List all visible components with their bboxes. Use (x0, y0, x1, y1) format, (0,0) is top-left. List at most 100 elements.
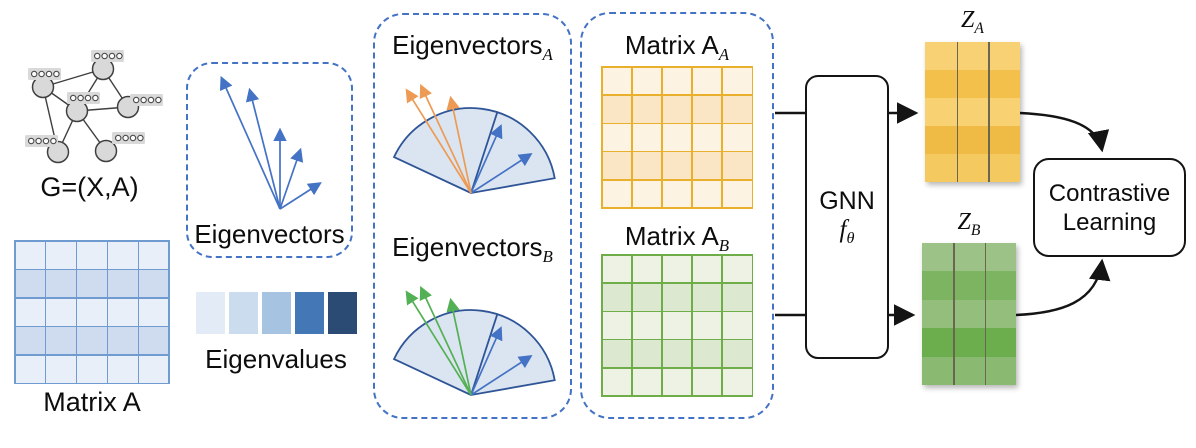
matrix-ab-text: Matrix A (624, 221, 719, 251)
matrix-cell (692, 180, 722, 208)
eigenvalue-swatch (262, 292, 291, 334)
matrix-cell (15, 241, 45, 269)
matrix-cell (692, 312, 722, 339)
matrix-cell (662, 124, 692, 151)
eigenvector-fan-a (392, 83, 556, 194)
eigenvector-fan-b (392, 285, 556, 396)
matrix-cell (632, 95, 662, 123)
matrix-cell (692, 124, 722, 151)
z-a-sub: A (974, 19, 984, 37)
matrix-cell (662, 340, 692, 368)
matrix-cell (632, 124, 662, 151)
matrix-cell (632, 312, 662, 339)
graph-nodes (31, 57, 140, 164)
eigenvalue-swatch (196, 292, 225, 334)
matrix-cell (722, 283, 752, 311)
embedding-column-divider (956, 42, 959, 182)
matrix-cell (602, 255, 632, 283)
z-b-symbol: Z (957, 209, 971, 235)
eigenvectors-a-label: EigenvectorsA (375, 30, 570, 65)
matrix-cell (15, 270, 45, 297)
embedding-band (925, 98, 1020, 126)
eigenvectors-label: Eigenvectors (194, 219, 345, 249)
matrix-cell (108, 298, 138, 326)
embedding-band (925, 70, 1020, 98)
matrix-aa-label: Matrix AA (582, 30, 772, 65)
eigenvectors-b-label: EigenvectorsB (375, 232, 570, 267)
matrix-cell (15, 327, 45, 354)
matrix-cell (77, 270, 107, 297)
matrix-cell (632, 180, 662, 208)
matrix-cell (662, 312, 692, 339)
graph-label: G=(X,A) (40, 172, 139, 202)
matrix-cell (722, 95, 752, 123)
matrix-aa-grid (601, 66, 753, 209)
arrow-zB-to-contrastive (1015, 258, 1111, 317)
matrix-cell (108, 327, 138, 354)
z-b-matrix (922, 243, 1016, 386)
matrix-cell (108, 241, 138, 269)
matrix-cell (632, 340, 662, 368)
augmented-matrices-box: Matrix AA Matrix AB (580, 12, 774, 419)
matrix-cell (602, 368, 632, 396)
z-b-sub: B (970, 221, 981, 239)
contrastive-line1: Contrastive (1048, 179, 1171, 207)
matrix-ab-grid (601, 254, 753, 397)
eigenvector-views-box: EigenvectorsA EigenvectorsB (373, 13, 572, 419)
matrix-cell (108, 270, 138, 297)
matrix-cell (692, 368, 722, 396)
matrix-cell (662, 255, 692, 283)
matrix-cell (632, 368, 662, 396)
matrix-cell (77, 298, 107, 326)
embedding-band (925, 42, 1020, 70)
gnn-label: GNN (819, 186, 875, 215)
matrix-cell (722, 180, 752, 208)
embedding-band (922, 356, 1016, 386)
matrix-cell (139, 270, 169, 297)
embedding-band (922, 243, 1016, 272)
matrix-cell (77, 241, 107, 269)
matrix-cell (632, 283, 662, 311)
matrix-cell (662, 152, 692, 180)
matrix-cell (722, 312, 752, 339)
gnn-function-label: fθ (840, 216, 855, 248)
eigenvectors-b-text: Eigenvectors (392, 232, 543, 262)
matrix-cell (15, 355, 45, 383)
matrix-cell (632, 152, 662, 180)
eigenvalues-swatches (196, 292, 357, 334)
gnn-box: GNN fθ (805, 75, 889, 359)
gnn-fn-sub: θ (846, 228, 855, 247)
embedding-band (925, 126, 1020, 154)
eigenvalue-swatch (328, 292, 357, 334)
matrix-cell (722, 340, 752, 368)
embedding-column-divider (984, 243, 987, 385)
matrix-cell (692, 152, 722, 180)
z-a-label: ZA (925, 6, 1020, 38)
matrix-cell (602, 67, 632, 95)
arrow-zA-to-contrastive (1019, 111, 1110, 153)
matrix-cell (662, 180, 692, 208)
matrix-cell (722, 255, 752, 283)
matrix-cell (722, 368, 752, 396)
embedding-band (925, 154, 1020, 182)
matrix-cell (602, 283, 632, 311)
matrix-ab-sub: B (718, 236, 730, 256)
matrix-cell (139, 241, 169, 269)
matrix-cell (692, 340, 722, 368)
matrix-cell (46, 270, 76, 297)
graph-node (94, 139, 118, 163)
matrix-cell (139, 355, 169, 383)
eigenvalue-swatch (295, 292, 324, 334)
matrix-cell (602, 312, 632, 339)
matrix-cell (602, 180, 632, 208)
matrix-cell (139, 327, 169, 354)
matrix-a-label: Matrix A (43, 387, 141, 417)
eigenvalues-label: Eigenvalues (205, 344, 347, 374)
matrix-cell (46, 327, 76, 354)
embedding-band (922, 299, 1016, 329)
input-graph-figure (24, 49, 164, 164)
matrix-aa-sub: A (718, 45, 730, 65)
eigenvectors-a-text: Eigenvectors (392, 30, 543, 60)
matrix-aa-text: Matrix A (624, 30, 719, 60)
